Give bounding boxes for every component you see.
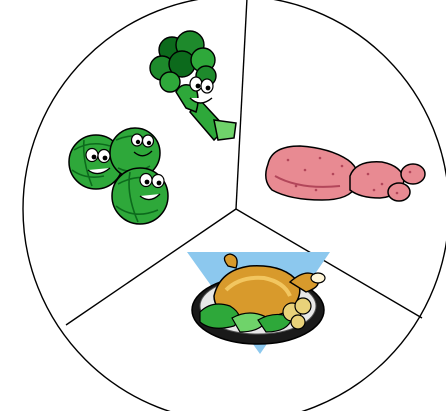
plate bbox=[23, 0, 446, 411]
plate-outline bbox=[23, 0, 446, 411]
